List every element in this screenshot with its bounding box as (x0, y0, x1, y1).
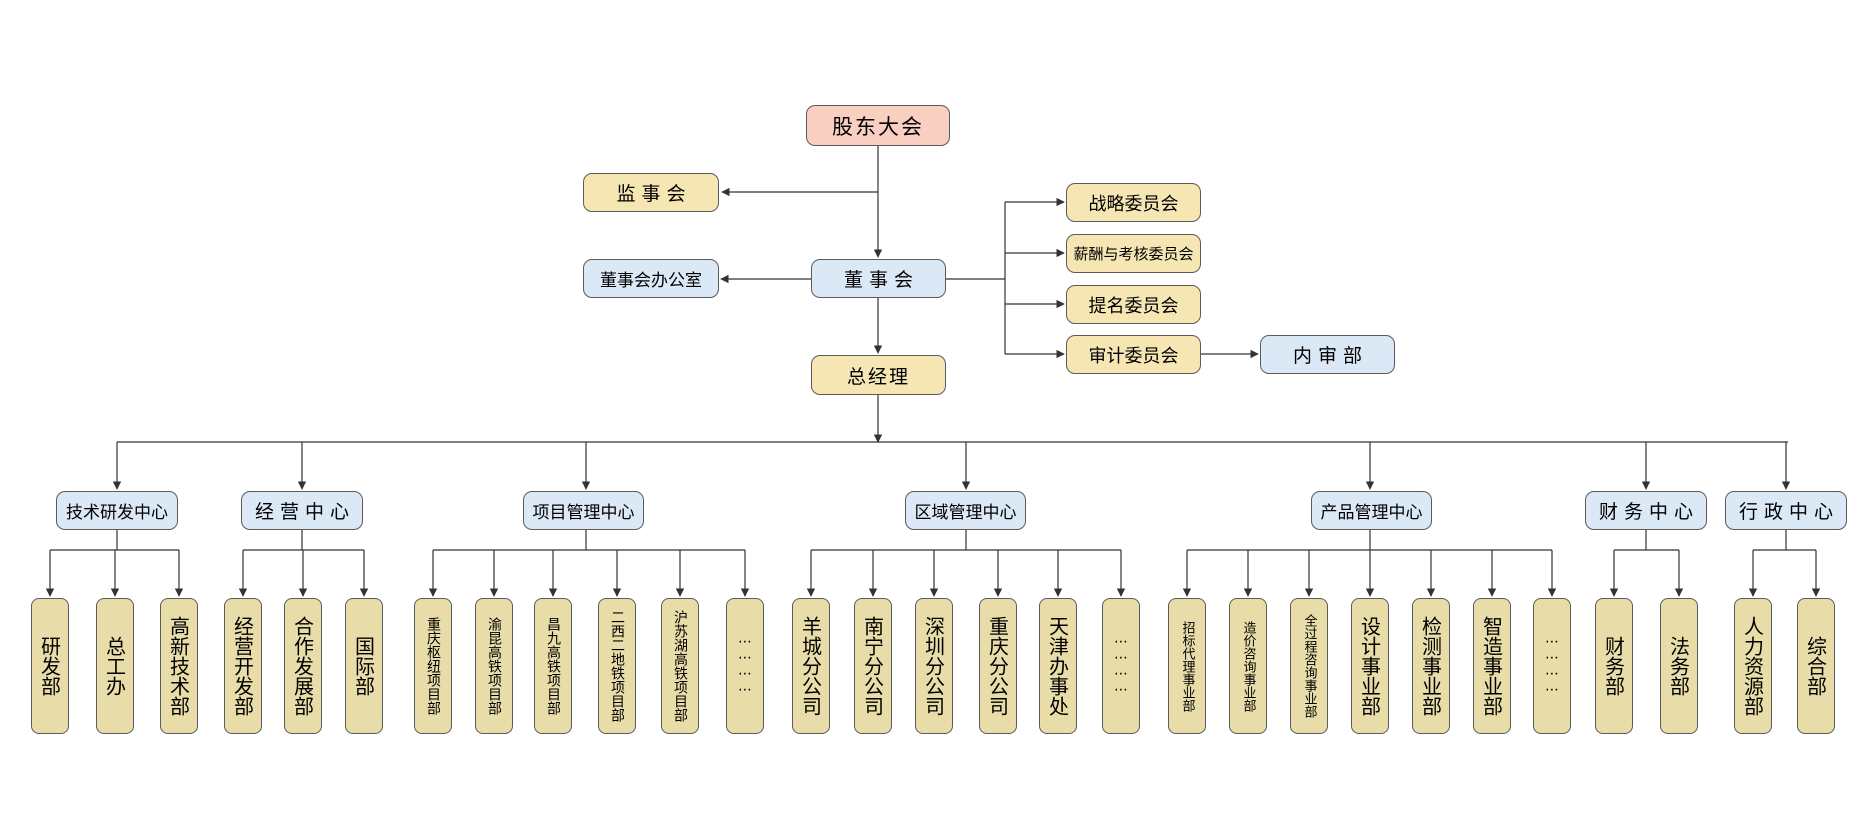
center-product-mgmt-label: 产品管理中心 (1320, 503, 1423, 523)
dept-cooperation-box: 合作发展部 (284, 598, 322, 734)
dept-husuhu-rail-box: 沪苏湖高铁项目部 (661, 598, 699, 734)
dept-regional-more-label: ⋯⋯⋯⋯ (1113, 634, 1129, 698)
shareholders-meeting-box: 股东大会 (806, 105, 950, 146)
dept-hr-label: 人力资源部 (1740, 616, 1765, 716)
dept-general-affairs-label: 综合部 (1803, 636, 1828, 696)
dept-chief-engineer-label: 总工办 (102, 636, 127, 696)
dept-general-affairs-box: 综合部 (1797, 598, 1835, 734)
dept-regional-more-box: ⋯⋯⋯⋯ (1102, 598, 1140, 734)
dept-tianjin-label: 天津办事处 (1045, 616, 1070, 716)
dept-yangcheng-box: 羊城分公司 (792, 598, 830, 734)
board-office-box: 董事会办公室 (583, 259, 719, 298)
center-project-mgmt-box: 项目管理中心 (523, 491, 644, 530)
center-regional-mgmt-label: 区域管理中心 (914, 503, 1017, 523)
committee-audit-label: 审计委员会 (1088, 345, 1179, 367)
general-manager-label: 总经理 (846, 365, 910, 388)
committee-nomination-box: 提名委员会 (1066, 285, 1201, 324)
center-product-mgmt-box: 产品管理中心 (1311, 491, 1432, 530)
dept-cooperation-label: 合作发展部 (290, 616, 315, 716)
dept-chongqing-hub-box: 重庆枢纽项目部 (414, 598, 452, 734)
dept-project-more-label: ⋯⋯⋯⋯ (737, 634, 753, 698)
dept-testing-box: 检测事业部 (1412, 598, 1450, 734)
dept-finance-label: 财务部 (1601, 636, 1626, 696)
shareholders-meeting-label: 股东大会 (832, 114, 924, 139)
center-tech-rd-box: 技术研发中心 (56, 491, 178, 530)
dept-metro-label: 二西二地铁项目部 (609, 610, 625, 722)
dept-yukun-rail-label: 渝昆高铁项目部 (486, 617, 502, 715)
dept-international-box: 国际部 (345, 598, 383, 734)
dept-tianjin-box: 天津办事处 (1039, 598, 1077, 734)
dept-product-more-box: ⋯⋯⋯⋯ (1533, 598, 1571, 734)
center-tech-rd-label: 技术研发中心 (66, 503, 168, 523)
dept-legal-box: 法务部 (1660, 598, 1698, 734)
dept-metro-box: 二西二地铁项目部 (598, 598, 636, 734)
dept-international-label: 国际部 (351, 636, 376, 696)
committee-strategy-box: 战略委员会 (1066, 183, 1201, 222)
center-project-mgmt-label: 项目管理中心 (532, 503, 635, 523)
dept-whole-process-box: 全过程咨询事业部 (1290, 598, 1328, 734)
dept-shenzhen-box: 深圳分公司 (915, 598, 953, 734)
dept-chongqing-branch-label: 重庆分公司 (985, 616, 1010, 716)
board-of-directors-box: 董 事 会 (811, 259, 946, 298)
dept-nanning-box: 南宁分公司 (854, 598, 892, 734)
dept-hr-box: 人力资源部 (1734, 598, 1772, 734)
dept-high-tech-label: 高新技术部 (166, 616, 191, 716)
dept-shenzhen-label: 深圳分公司 (921, 616, 946, 716)
dept-tender-agency-label: 招标代理事业部 (1179, 620, 1195, 712)
committee-compensation-label: 薪酬与考核委员会 (1073, 245, 1194, 263)
dept-business-dev-label: 经营开发部 (230, 616, 255, 716)
dept-smart-mfg-label: 智造事业部 (1479, 616, 1504, 716)
dept-design-box: 设计事业部 (1351, 598, 1389, 734)
board-office-label: 董事会办公室 (600, 271, 702, 291)
dept-nanning-label: 南宁分公司 (860, 616, 885, 716)
committee-compensation-box: 薪酬与考核委员会 (1066, 234, 1201, 273)
internal-audit-box: 内 审 部 (1260, 335, 1395, 374)
dept-tender-agency-box: 招标代理事业部 (1168, 598, 1206, 734)
dept-yukun-rail-box: 渝昆高铁项目部 (475, 598, 513, 734)
dept-chongqing-branch-box: 重庆分公司 (979, 598, 1017, 734)
dept-chief-engineer-box: 总工办 (96, 598, 134, 734)
dept-cost-consulting-label: 造价咨询事业部 (1240, 620, 1256, 712)
center-finance-label: 财 务 中 心 (1598, 501, 1694, 523)
supervisory-board-label: 监 事 会 (616, 183, 686, 205)
dept-product-more-label: ⋯⋯⋯⋯ (1544, 634, 1560, 698)
committee-strategy-label: 战略委员会 (1088, 193, 1179, 215)
dept-high-tech-box: 高新技术部 (160, 598, 198, 734)
dept-yangcheng-label: 羊城分公司 (798, 616, 823, 716)
dept-rd-label: 研发部 (37, 636, 62, 696)
center-finance-box: 财 务 中 心 (1585, 491, 1707, 530)
internal-audit-label: 内 审 部 (1292, 345, 1363, 367)
dept-chongqing-hub-label: 重庆枢纽项目部 (425, 617, 441, 715)
dept-rd-box: 研发部 (31, 598, 69, 734)
dept-finance-box: 财务部 (1595, 598, 1633, 734)
dept-business-dev-box: 经营开发部 (224, 598, 262, 734)
dept-project-more-box: ⋯⋯⋯⋯ (726, 598, 764, 734)
dept-whole-process-label: 全过程咨询事业部 (1301, 614, 1317, 718)
center-operations-label: 经 营 中 心 (254, 501, 350, 523)
dept-design-label: 设计事业部 (1357, 616, 1382, 716)
supervisory-board-box: 监 事 会 (583, 173, 719, 212)
center-admin-label: 行 政 中 心 (1738, 501, 1834, 523)
general-manager-box: 总经理 (811, 355, 946, 395)
dept-changjiu-rail-label: 昌九高铁项目部 (545, 617, 561, 715)
center-operations-box: 经 营 中 心 (241, 491, 363, 530)
dept-changjiu-rail-box: 昌九高铁项目部 (534, 598, 572, 734)
dept-husuhu-rail-label: 沪苏湖高铁项目部 (672, 610, 688, 722)
center-admin-box: 行 政 中 心 (1725, 491, 1847, 530)
committee-nomination-label: 提名委员会 (1088, 295, 1179, 317)
center-regional-mgmt-box: 区域管理中心 (905, 491, 1026, 530)
dept-smart-mfg-box: 智造事业部 (1473, 598, 1511, 734)
dept-cost-consulting-box: 造价咨询事业部 (1229, 598, 1267, 734)
committee-audit-box: 审计委员会 (1066, 335, 1201, 374)
board-of-directors-label: 董 事 会 (843, 269, 914, 291)
dept-legal-label: 法务部 (1666, 636, 1691, 696)
dept-testing-label: 检测事业部 (1418, 616, 1443, 716)
